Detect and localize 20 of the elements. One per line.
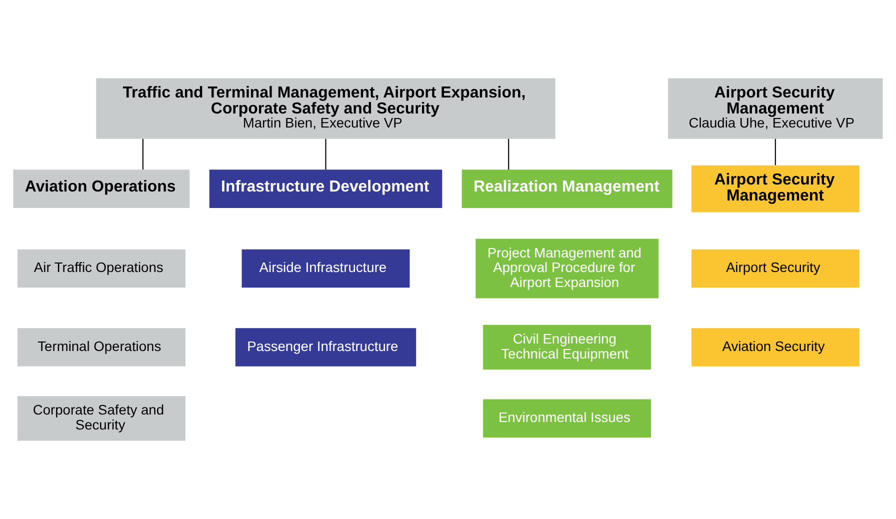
node-box: Airport Security (691, 249, 860, 288)
node-box: Realization Management (462, 170, 672, 208)
node-box: Airside Infrastructure (242, 249, 410, 288)
node-box: Aviation Security (691, 328, 860, 366)
connector (325, 138, 326, 170)
connector (508, 138, 510, 170)
node-box: Airport Security Management Claudia Uhe, Executive VP (668, 78, 883, 139)
node-box: Traffic and Terminal Management, Airport Expansion, Corporate Safety and Security Martin Bien, Executive VP (96, 78, 556, 139)
node-box: Aviation Operations (13, 170, 190, 208)
connector (774, 138, 776, 166)
connector (142, 138, 144, 170)
node-box: Passenger Infrastructure (235, 328, 416, 366)
node-box: Terminal Operations (17, 328, 186, 366)
node-box: Civil Engineering Technical Equipment (483, 324, 652, 370)
node-box: Airport Security Management (691, 165, 860, 212)
node-box: Environmental Issues (483, 399, 652, 438)
node-box: Air Traffic Operations (17, 249, 186, 288)
node-box: Corporate Safety and Security (17, 396, 186, 441)
node-box: Infrastructure Development (209, 170, 442, 208)
node-box: Project Management and Approval Procedure for Airport Expansion (476, 238, 658, 298)
